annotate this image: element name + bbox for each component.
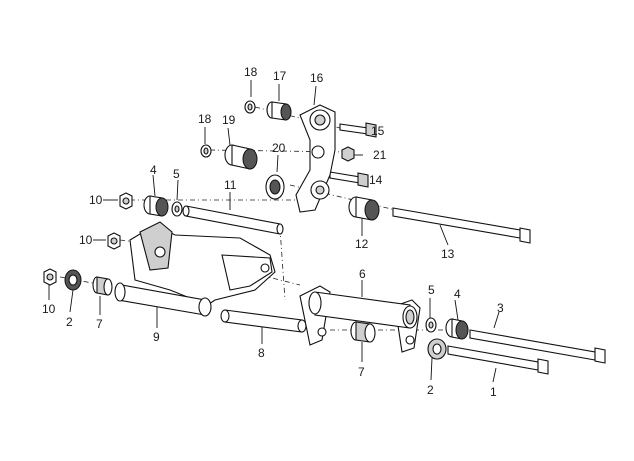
callout-2-right: 2 bbox=[427, 383, 434, 397]
swing-arm-frame bbox=[114, 221, 276, 317]
callout-12: 12 bbox=[355, 237, 369, 251]
callout-9: 9 bbox=[153, 330, 160, 344]
needle-bearing-7a bbox=[92, 276, 113, 296]
washer-18a bbox=[244, 100, 256, 114]
callout-21: 21 bbox=[373, 148, 387, 162]
bearing-4b bbox=[445, 318, 469, 340]
bearing-20 bbox=[265, 174, 285, 200]
tube-11 bbox=[182, 205, 284, 235]
link-arm-16 bbox=[295, 104, 336, 213]
callout-13: 13 bbox=[441, 247, 455, 261]
bushing-17 bbox=[266, 101, 292, 121]
callout-7-left: 7 bbox=[96, 317, 103, 331]
callout-2-left: 2 bbox=[66, 315, 73, 329]
bolt-13 bbox=[392, 207, 531, 244]
bearing-4a bbox=[143, 195, 169, 217]
nut-21 bbox=[341, 146, 355, 162]
seal-2a bbox=[64, 269, 82, 291]
callout-6: 6 bbox=[359, 267, 366, 281]
callout-20: 20 bbox=[272, 141, 286, 155]
seal-2b bbox=[427, 338, 447, 360]
callout-7-right: 7 bbox=[358, 365, 365, 379]
callout-5-left: 5 bbox=[173, 167, 180, 181]
callout-16: 16 bbox=[310, 71, 324, 85]
callout-19: 19 bbox=[222, 113, 236, 127]
leader-lines bbox=[48, 80, 500, 383]
bolt-15 bbox=[339, 122, 377, 138]
callout-15: 15 bbox=[371, 124, 385, 138]
pivot-tube-6 bbox=[299, 285, 421, 353]
callout-4-right: 4 bbox=[454, 287, 461, 301]
callout-labels: 1 2 2 3 4 4 5 5 6 7 7 8 9 10 10 10 11 12… bbox=[42, 65, 504, 399]
nut-10b bbox=[107, 232, 121, 250]
callout-5-right: 5 bbox=[428, 283, 435, 297]
callout-4-left: 4 bbox=[150, 163, 157, 177]
callout-17: 17 bbox=[273, 69, 287, 83]
callout-8: 8 bbox=[258, 346, 265, 360]
tube-8 bbox=[220, 309, 307, 333]
needle-bearing-7b bbox=[350, 321, 376, 343]
callout-18-top: 18 bbox=[244, 65, 258, 79]
callout-14: 14 bbox=[369, 173, 383, 187]
bushing-12 bbox=[348, 196, 380, 221]
callout-1: 1 bbox=[490, 385, 497, 399]
bolt-3 bbox=[469, 329, 606, 364]
washer-5b bbox=[425, 317, 437, 333]
bolt-14 bbox=[329, 171, 369, 188]
callout-11: 11 bbox=[224, 178, 237, 192]
callout-10-lower: 10 bbox=[42, 302, 56, 316]
callout-3: 3 bbox=[497, 301, 504, 315]
callout-10-upper: 10 bbox=[89, 193, 103, 207]
bolt-1 bbox=[447, 345, 549, 375]
nut-10a bbox=[119, 192, 133, 210]
callout-18-mid: 18 bbox=[198, 112, 212, 126]
nut-10c bbox=[43, 268, 57, 286]
washer-18b bbox=[200, 144, 212, 158]
callout-10-middle: 10 bbox=[79, 233, 93, 247]
bushing-19 bbox=[224, 144, 258, 170]
washer-5a bbox=[171, 201, 183, 217]
